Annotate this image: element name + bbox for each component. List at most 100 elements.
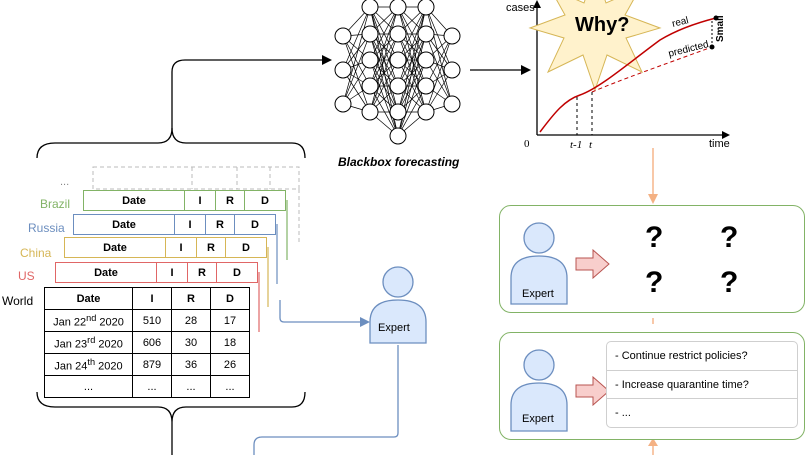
top-brace [36,59,322,159]
arrowhead [648,438,658,446]
country-label-china: China [20,246,52,260]
row-date: Jan 23rd 2020 [44,331,133,354]
expert-label: Expert [522,288,554,300]
world-label: World [2,294,34,308]
row-r: 36 [171,353,211,376]
real-line [539,17,717,133]
header-cell: D [234,214,276,235]
network-node [389,127,407,145]
header-cell: Date [83,190,185,211]
neural-network-icon [334,0,461,145]
row-d: ... [210,375,250,398]
arrowhead [521,65,531,75]
header-cell: R [205,214,235,235]
row-i: ... [132,375,172,398]
top-brace-right [171,127,306,159]
row-i: 606 [132,331,172,354]
header-cell: I [156,262,188,283]
y-axis-arrow [533,0,541,8]
chart-tick-prev: t-1 [570,139,583,151]
chart-ylabel: cases [506,2,535,14]
chart-origin: 0 [524,138,530,150]
x-axis-arrow [722,131,730,139]
header-cell: D [225,237,267,258]
header-cell: D [216,262,258,283]
arrowhead [360,317,370,327]
network-node [389,103,407,121]
network-node [389,0,407,16]
network-node [361,25,379,43]
network-node [443,61,461,79]
network-node [443,27,461,45]
world-table: Date I R D Jan 22nd 2020 510 28 17 Jan 2… [44,287,250,398]
expert-label: Expert [522,413,554,425]
network-node [443,95,461,113]
row-date: Jan 24th 2020 [44,353,133,376]
network-edge [369,6,399,87]
world-col-d: D [210,287,250,310]
network-node [417,25,435,43]
ghost-table [92,166,300,244]
network-edge [397,85,427,137]
pink-arrow-icon [575,249,610,279]
network-edge [342,6,371,71]
row-d: 18 [210,331,250,354]
network-edge [342,35,371,113]
ellipsis-top: ... [60,176,70,188]
network-edge [397,6,427,87]
network-node [361,103,379,121]
world-header-row: Date I R D [44,287,250,310]
network-edge [397,6,427,113]
header-cell: Date [55,262,157,283]
expert-person-icon [510,349,568,432]
chart-xlabel: time [709,138,730,150]
network-node [361,51,379,69]
pink-arrow-icon [575,376,610,406]
header-cell: R [196,237,226,258]
options-list: - Continue restrict policies? - Increase… [606,341,798,428]
network-edge [369,6,399,113]
predicted-endpoint [709,44,715,50]
row-date: Jan 22nd 2020 [44,309,133,332]
network-node [417,0,435,16]
world-col-date: Date [44,287,133,310]
question-mark-2: ? [720,221,739,254]
network-edge [425,6,453,71]
real-endpoint [713,15,719,21]
header-cell: Date [73,214,175,235]
country-table-depth [276,224,278,284]
network-edge [342,35,371,87]
row-r: ... [171,375,211,398]
bottom-brace [36,391,306,455]
option-item: - ... [607,398,797,426]
network-node [417,103,435,121]
network-edge [369,59,399,113]
network-edge [342,33,371,105]
header-cell: R [187,262,217,283]
forecast-chart [528,0,730,139]
header-cell: Date [64,237,166,258]
forecast-label: Blackbox forecasting [338,155,460,169]
option-item: - Continue restrict policies? [615,350,748,362]
row-d: 26 [210,353,250,376]
country-label-brazil: Brazil [40,197,71,211]
network-node [361,0,379,16]
predicted-line [591,46,713,93]
country-table-depth [267,247,269,307]
why-label: Why? [575,14,630,36]
row-i: 510 [132,309,172,332]
network-edge [397,59,427,137]
network-edge [425,35,453,87]
country-table-depth [258,272,260,332]
small-label: Small [715,15,726,42]
arrowhead [648,194,658,204]
network-node [334,27,352,45]
network-edge [425,59,453,105]
expert-person-icon [369,266,427,344]
world-col-i: I [132,287,172,310]
